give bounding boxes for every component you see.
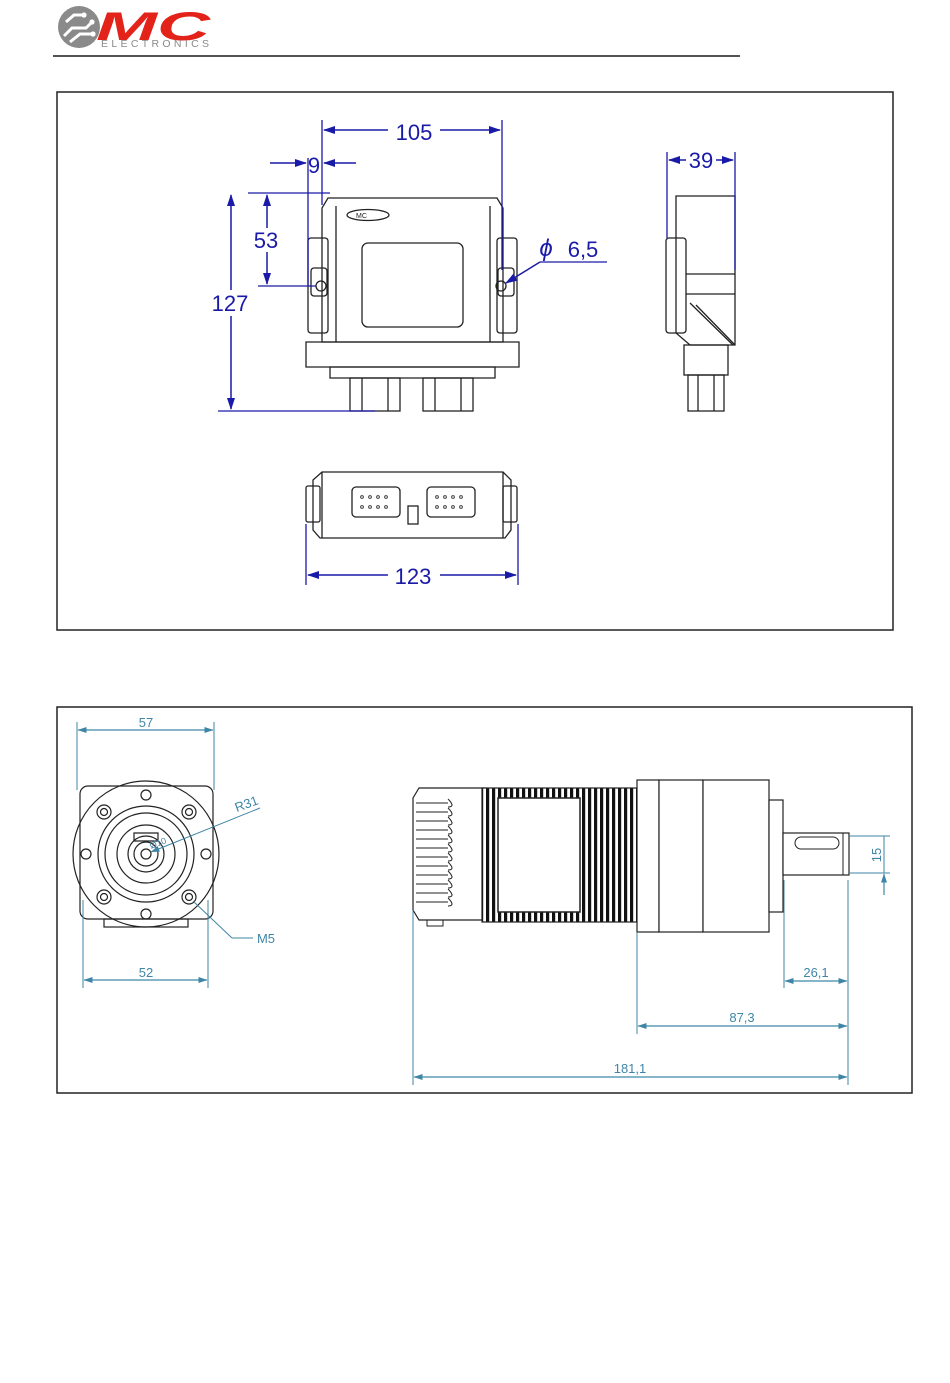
controller-bottom-view (306, 472, 517, 538)
dim-label-6-5: 6,5 (568, 237, 599, 262)
dim-label-181-1: 181,1 (614, 1061, 647, 1076)
dim-label-57: 57 (139, 715, 153, 730)
dim-label-87-3: 87,3 (729, 1010, 754, 1025)
dimension-shaft-diameter: 15 (849, 836, 890, 895)
dim-label-9: 9 (308, 153, 320, 178)
controller-front-view: MC (306, 198, 519, 411)
dim-label-123: 123 (395, 564, 432, 589)
circuit-emblem-icon (58, 6, 100, 48)
dim-label-15: 15 (869, 848, 884, 862)
dim-label-39: 39 (689, 148, 713, 173)
dimension-thread: M5 (193, 901, 275, 946)
controller-side-view (666, 196, 735, 411)
svg-text:MC: MC (356, 213, 367, 220)
dimension-total-length: 181,1 (413, 910, 847, 1085)
dimension-width-top: 105 (322, 118, 502, 270)
dimension-offset-left: 9 (270, 153, 356, 285)
brand-logo: MC ELECTRONICS (58, 5, 212, 50)
diameter-symbol-icon: ϕ (539, 235, 552, 262)
dimension-hole-diameter: ϕ 6,5 (506, 235, 607, 283)
dim-label-m5: M5 (257, 931, 275, 946)
dim-label-127: 127 (212, 291, 249, 316)
dim-label-105: 105 (396, 120, 433, 145)
dimension-flange-width: 57 (77, 715, 214, 790)
dimension-radius: R31 Ø10 (148, 793, 260, 852)
drawing-frame-controller (57, 92, 893, 630)
dimension-shaft-length: 26,1 (784, 880, 848, 1085)
dim-label-52: 52 (139, 965, 153, 980)
dimension-gearbox-length: 87,3 (637, 932, 847, 1034)
dim-label-o10: Ø10 (148, 836, 167, 851)
dimension-bottom-width: 123 (306, 524, 518, 589)
dim-label-53: 53 (254, 228, 278, 253)
dim-label-r31: R31 (233, 793, 261, 815)
dimension-depth: 39 (667, 148, 735, 270)
dimension-hole-height: 53 (248, 193, 330, 286)
dim-label-26-1: 26,1 (803, 965, 828, 980)
